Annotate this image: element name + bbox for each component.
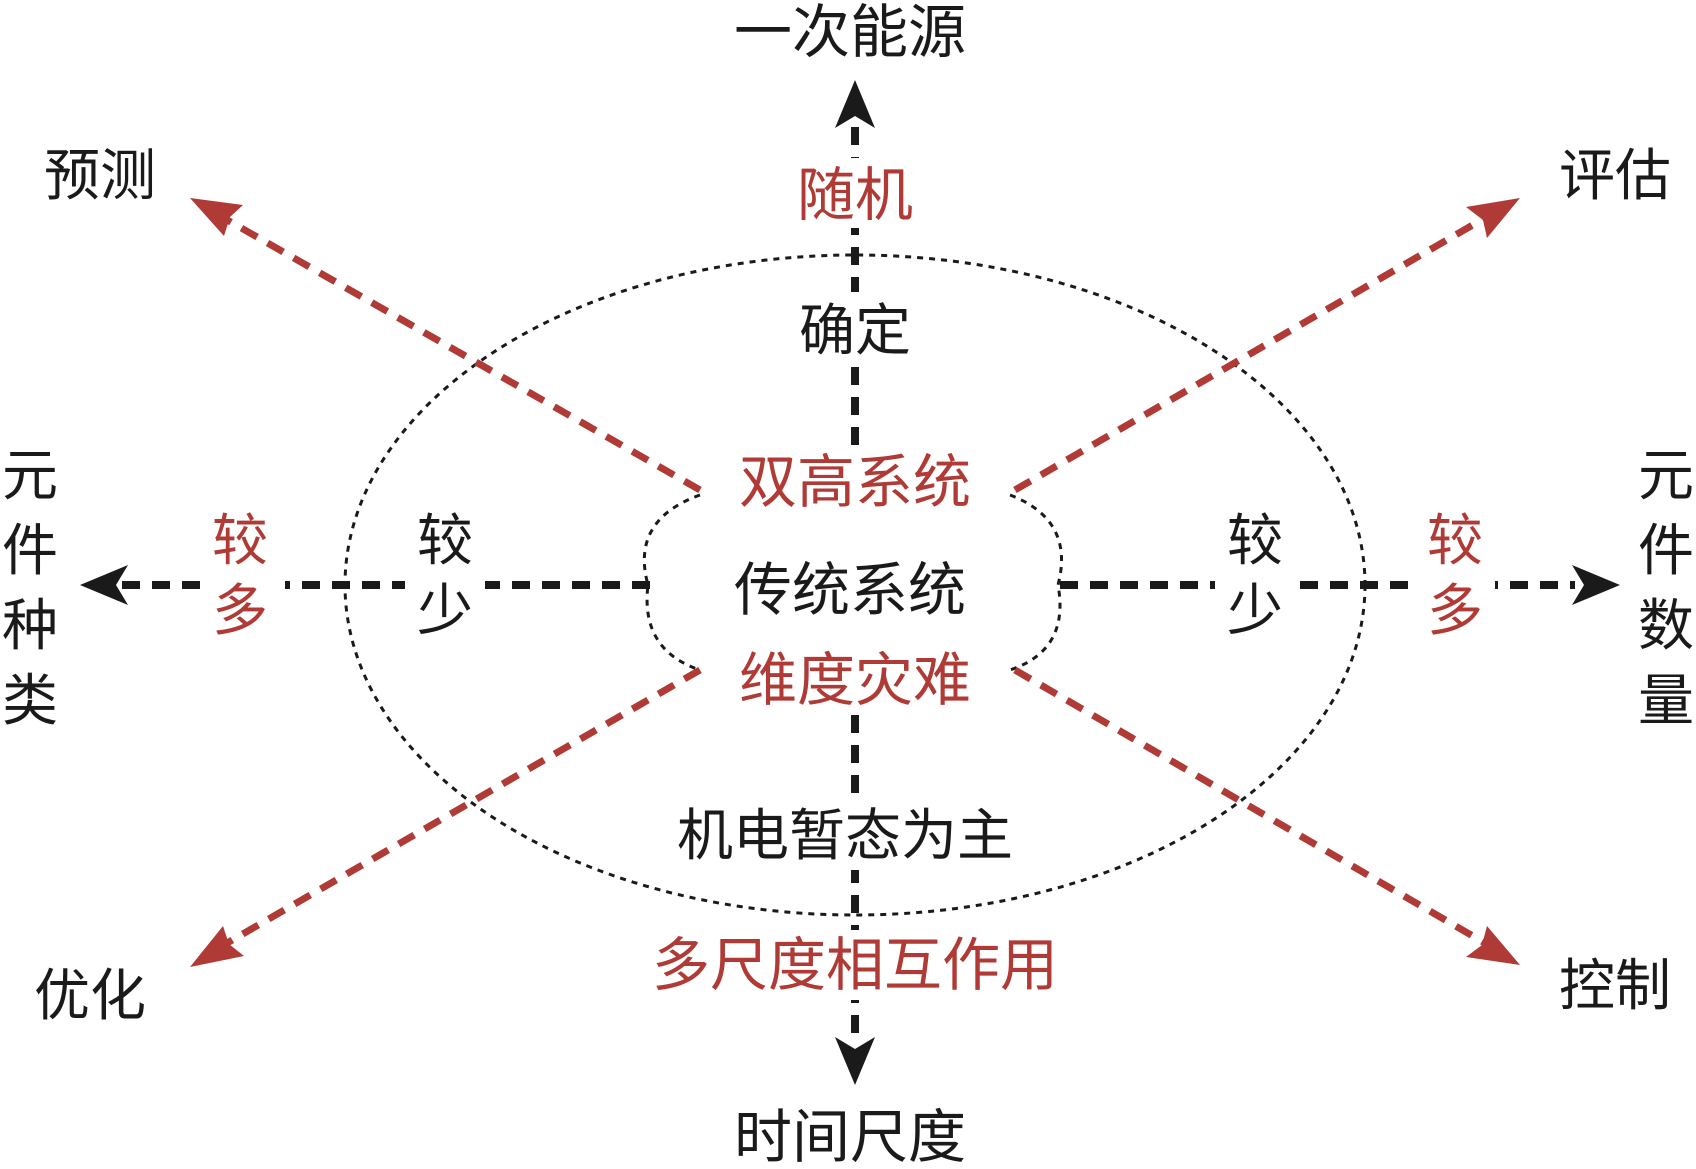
right-inner-char-1: 较 (1227, 509, 1283, 574)
diagonal-upper-left-line (213, 209, 702, 494)
axis-right-char-2: 件 (1638, 519, 1694, 584)
inner-boundary-right (1009, 493, 1063, 672)
diagonal-lower-right-label: 控制 (1559, 954, 1671, 1019)
axis-right-char-4: 量 (1638, 669, 1694, 734)
axis-right-char-1: 元 (1638, 444, 1694, 509)
vertical-lower-black-label: 机电暂态为主 (677, 804, 1013, 869)
diagonal-upper-left-arrowhead (190, 198, 243, 236)
diagonal-upper-right-arrowhead (1466, 198, 1520, 238)
axis-bottom-label: 时间尺度 (734, 1103, 966, 1164)
right-outer-char-2: 多 (1427, 579, 1483, 644)
axis-top-label: 一次能源 (734, 0, 966, 66)
center-middle-black-label: 传统系统 (734, 556, 966, 624)
diagonal-upper-left-label: 预测 (44, 144, 156, 209)
axis-down-arrowhead (835, 1037, 875, 1085)
diagonal-lower-left-line (213, 666, 702, 954)
diagonal-lower-right-arrowhead (1466, 926, 1520, 965)
inner-boundary-left (642, 493, 701, 672)
axis-up-arrowhead (835, 80, 875, 128)
left-outer-char-1: 较 (212, 509, 268, 574)
vertical-upper-black-label: 确定 (799, 299, 911, 364)
diagonal-lower-left-label: 优化 (34, 964, 146, 1029)
diagonal-upper-right-line (1013, 211, 1492, 494)
vertical-upper-red-label: 随机 (797, 161, 913, 229)
axis-left-char-4: 类 (2, 669, 58, 734)
left-inner-char-2: 少 (417, 579, 473, 644)
right-inner-char-2: 少 (1227, 579, 1283, 644)
axis-left-char-1: 元 (2, 444, 58, 509)
diagonal-upper-right-label: 评估 (1559, 144, 1671, 209)
diagonal-lower-right-line (1013, 666, 1492, 950)
axis-left-char-2: 件 (2, 519, 58, 584)
axis-left-arrowhead (80, 565, 128, 605)
axis-right-char-3: 数 (1638, 594, 1694, 659)
center-top-red-label: 双高系统 (739, 448, 971, 516)
right-outer-char-1: 较 (1427, 509, 1483, 574)
left-outer-char-2: 多 (212, 579, 268, 644)
axis-left-char-3: 种 (2, 594, 58, 659)
diagonal-lower-left-arrowhead (190, 926, 244, 967)
axis-right-arrowhead (1572, 565, 1620, 605)
left-inner-char-1: 较 (417, 509, 473, 574)
center-bottom-red-label: 维度灾难 (739, 646, 971, 714)
vertical-lower-red-label: 多尺度相互作用 (652, 931, 1058, 999)
